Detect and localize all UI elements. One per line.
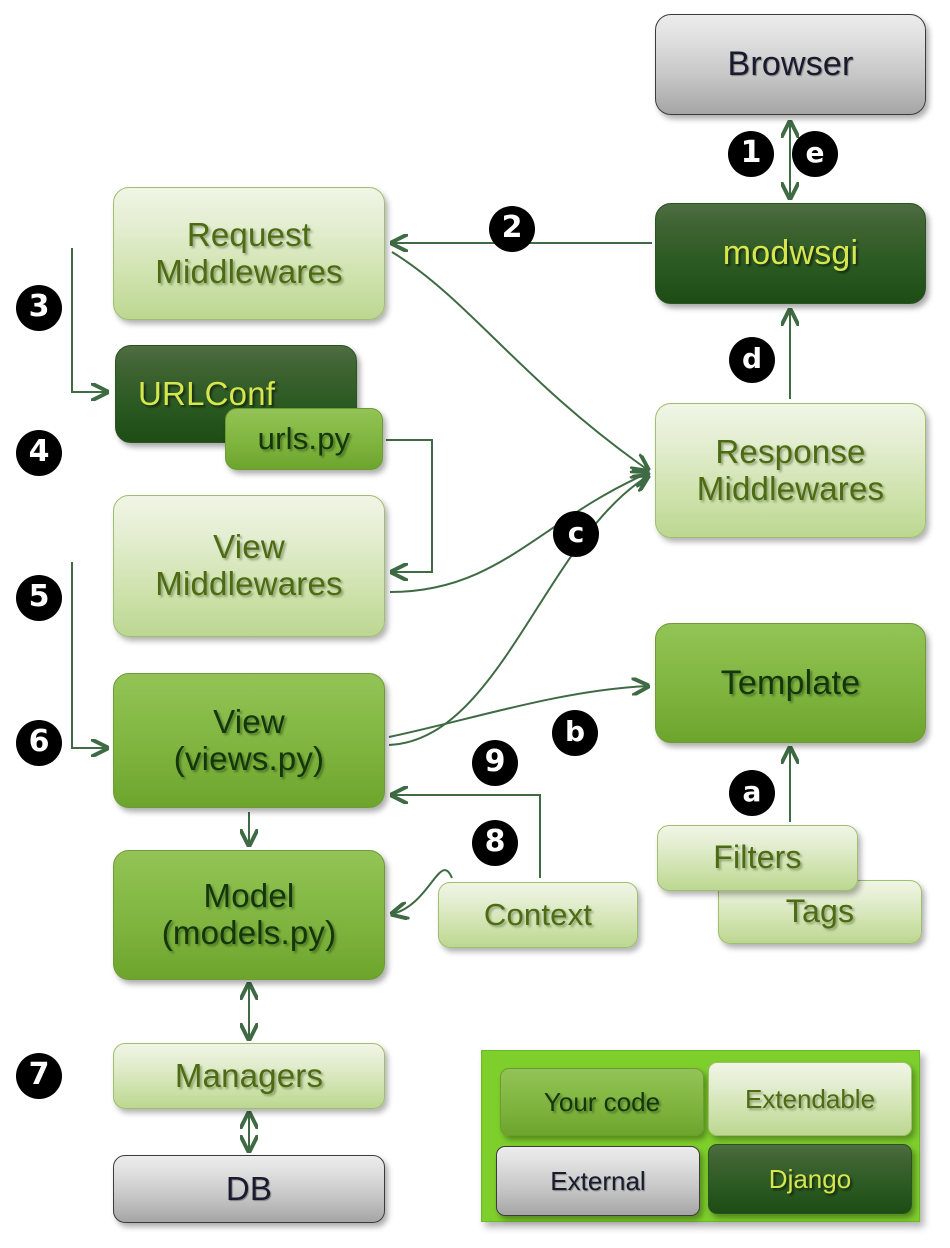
step-marker-6: 6 [16,720,62,766]
node-view-label: View (views.py) [173,702,325,777]
node-template[interactable]: Template [655,623,926,743]
node-request-middlewares[interactable]: Request Middlewares [113,187,385,320]
node-filters[interactable]: Filters [657,825,858,891]
legend-item-django[interactable]: Django [708,1144,912,1214]
node-request-middlewares-label: Request Middlewares [155,215,343,290]
step-marker-1: 1 [728,131,774,177]
step-marker-6-label: 6 [28,724,50,759]
step-marker-5-label: 5 [28,579,50,614]
node-db-label: DB [225,1169,273,1207]
step-marker-3: 3 [16,285,62,331]
node-template-label: Template [720,663,861,702]
step-marker-c: c [553,511,599,557]
legend-item-external-label: External [550,1165,646,1196]
step-marker-4: 4 [16,430,62,476]
legend-item-extendable-label: Extendable [744,1083,876,1114]
step-marker-b-label: b [564,715,586,748]
step-marker-d: d [729,337,775,383]
step-marker-8-label: 8 [484,824,506,859]
step-marker-7-label: 7 [28,1057,50,1092]
node-modwsgi-label: modwsgi [722,234,859,273]
node-context[interactable]: Context [438,882,638,948]
node-urls-py[interactable]: urls.py [225,408,383,470]
legend-item-your-code-label: Your code [543,1086,661,1117]
step-marker-e-label: e [805,136,825,169]
node-modwsgi[interactable]: modwsgi [655,203,926,304]
legend-item-your-code[interactable]: Your code [500,1068,704,1136]
legend-item-extendable[interactable]: Extendable [708,1062,912,1136]
step-marker-3-label: 3 [28,289,50,324]
node-model[interactable]: Model (models.py) [113,850,385,980]
node-managers-label: Managers [174,1056,324,1094]
node-managers[interactable]: Managers [113,1043,385,1109]
node-view[interactable]: View (views.py) [113,673,385,808]
node-filters-label: Filters [713,839,802,876]
node-context-label: Context [483,896,593,932]
step-marker-c-label: c [567,516,585,549]
step-marker-d-label: d [741,342,763,375]
node-urlconf-label: URLConf [138,374,276,412]
step-marker-7: 7 [16,1053,62,1099]
node-model-label: Model (models.py) [161,877,337,951]
node-browser-label: Browser [727,45,854,84]
step-marker-1-label: 1 [740,135,762,170]
node-tags-label: Tags [785,893,855,930]
step-marker-4-label: 4 [28,434,50,469]
step-marker-a: a [729,770,775,816]
step-marker-9-label: 9 [484,744,506,779]
node-view-middlewares[interactable]: View Middlewares [113,495,385,637]
node-browser[interactable]: Browser [655,14,926,115]
step-marker-b: b [552,710,598,756]
step-marker-2: 2 [489,206,535,252]
legend-item-external[interactable]: External [496,1146,700,1216]
legend-item-django-label: Django [768,1163,852,1194]
step-marker-8: 8 [472,820,518,866]
node-response-middlewares[interactable]: Response Middlewares [655,403,926,538]
node-db[interactable]: DB [113,1155,385,1223]
step-marker-5: 5 [16,575,62,621]
step-marker-a-label: a [742,775,762,808]
step-marker-9: 9 [472,740,518,786]
node-view-middlewares-label: View Middlewares [155,528,343,602]
step-marker-e: e [792,131,838,177]
node-response-middlewares-label: Response Middlewares [696,432,885,507]
step-marker-2-label: 2 [501,210,523,245]
node-urls-py-label: urls.py [257,420,351,456]
